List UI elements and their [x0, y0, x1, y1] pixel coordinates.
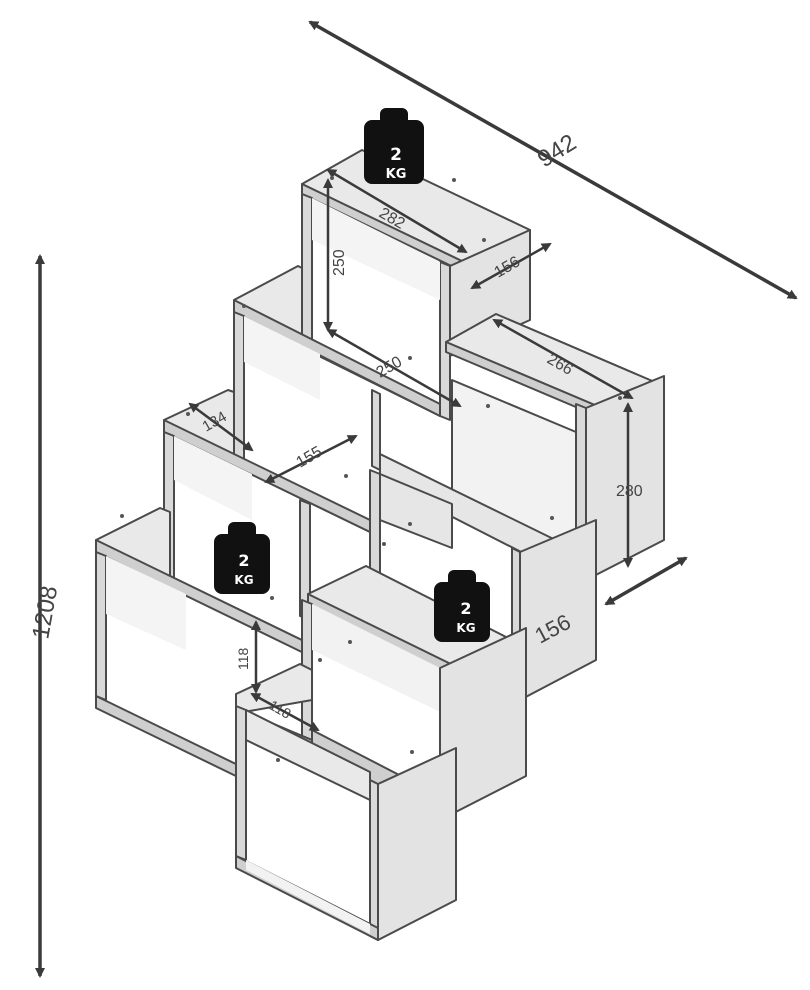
- weight-icon-left: 2 KG: [214, 522, 270, 594]
- shelf-structure: [95, 149, 665, 941]
- bottom-depth-arrow: [604, 556, 688, 606]
- total-height-label: 1208: [27, 584, 63, 641]
- right-height-label: 280: [616, 483, 643, 500]
- weight-unit: KG: [456, 621, 475, 635]
- mid-width-label: 155: [294, 443, 326, 471]
- weight-value: 2: [238, 551, 249, 570]
- screw-holes: [120, 176, 622, 762]
- right-cube: [379, 313, 665, 581]
- inner-dimension-arrows: [188, 168, 634, 732]
- dimension-arrows: [35, 20, 798, 978]
- middle-lower-box: [301, 565, 527, 821]
- weight-icon-top: 2 KG: [364, 108, 424, 184]
- total-width-label: 942: [533, 129, 581, 173]
- weight-unit: KG: [234, 573, 253, 587]
- top-height-label: 250: [331, 249, 348, 276]
- weight-value: 2: [460, 599, 471, 618]
- top-depth-arrow: [470, 242, 552, 290]
- gap-horizontal-arrow: [250, 692, 320, 732]
- bottom-cube: [235, 705, 457, 941]
- total-width-arrow: [308, 20, 798, 300]
- second-tier-box: [233, 265, 441, 471]
- gap-vertical-label: 118: [235, 647, 251, 670]
- mid-span-arrow: [326, 328, 462, 408]
- left-depth-arrow: [188, 402, 254, 452]
- right-width-arrow: [492, 318, 634, 400]
- weight-unit: KG: [386, 167, 407, 182]
- top-width-arrow: [326, 168, 468, 254]
- weight-value: 2: [390, 145, 402, 165]
- weight-icon-right: 2 KG: [434, 570, 490, 642]
- mid-width-arrow: [264, 434, 358, 484]
